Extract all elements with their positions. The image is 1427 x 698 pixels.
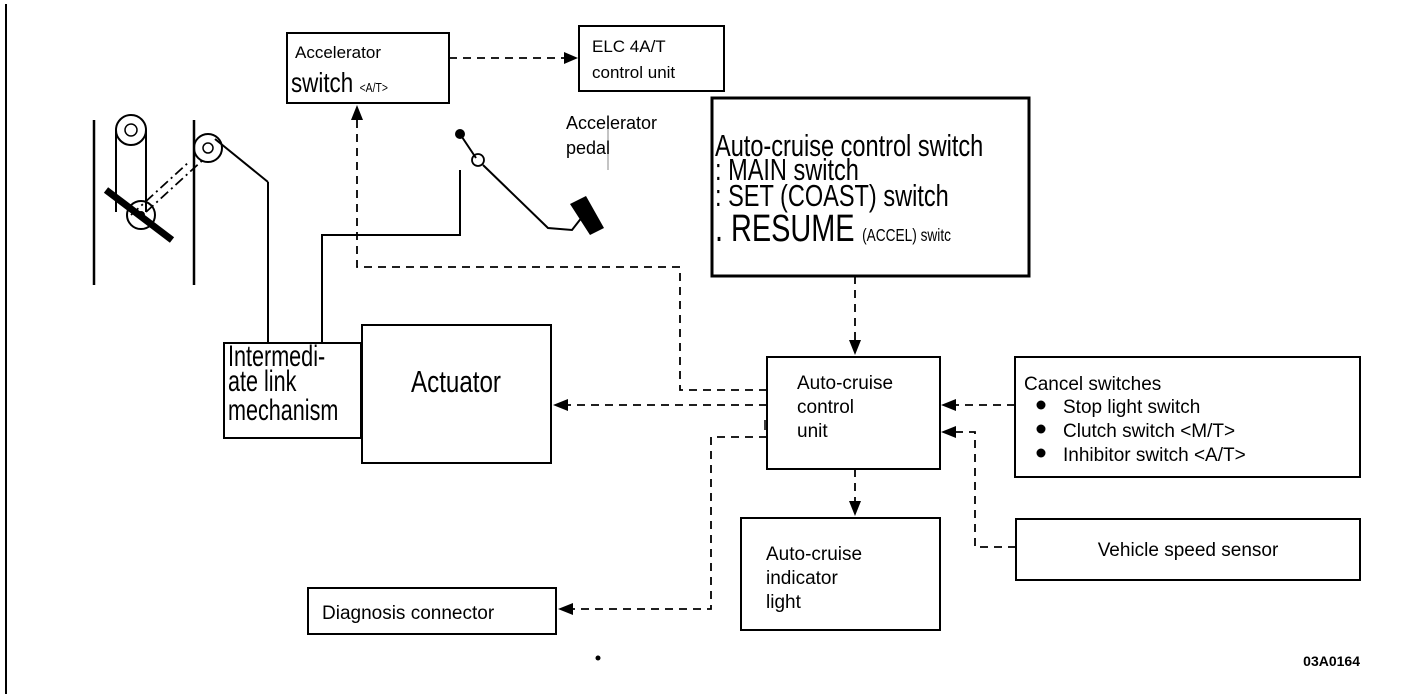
accelerator-switch-small-text: <A/T> bbox=[360, 81, 388, 95]
accelerator-pedal-label-1: Accelerator bbox=[566, 113, 657, 133]
cruise-switch-resume-small: (ACCEL) switc bbox=[862, 226, 951, 245]
accelerator-switch-label-1: Accelerator bbox=[295, 43, 381, 62]
control-unit-label-1: Auto-cruise bbox=[797, 373, 893, 394]
elc-unit-label-2: control unit bbox=[592, 63, 675, 82]
control-unit-label-2: control bbox=[797, 397, 854, 418]
accelerator-switch-big-text: switch bbox=[291, 68, 353, 99]
vehicle-speed-sensor-box bbox=[1015, 518, 1361, 581]
cancel-switches-title: Cancel switches bbox=[1024, 374, 1161, 395]
actuator-box bbox=[361, 324, 552, 464]
cancel-switch-item: Stop light switch bbox=[1063, 397, 1200, 418]
bullet-icon bbox=[1036, 448, 1046, 458]
cancel-switch-item: Inhibitor switch <A/T> bbox=[1063, 445, 1246, 466]
signal-lines bbox=[351, 52, 1016, 615]
intermediate-link-label-3: mechanism bbox=[228, 392, 338, 426]
intermediate-link-label-1: Intermedi- bbox=[228, 338, 325, 372]
indicator-light-label-1: Auto-cruise bbox=[766, 544, 862, 565]
cruise-switch-resume-big: . RESUME bbox=[715, 207, 855, 250]
throttle-linkage-drawing bbox=[92, 114, 461, 342]
cancel-switches-box bbox=[1014, 356, 1361, 478]
cruise-control-switch-box bbox=[710, 96, 1031, 278]
accelerator-switch-box bbox=[286, 32, 450, 104]
indicator-light-label-2: indicator bbox=[766, 568, 838, 589]
elc-control-unit-box bbox=[578, 25, 725, 92]
indicator-light-box bbox=[740, 517, 941, 631]
accelerator-pedal-label-2: pedal bbox=[566, 138, 610, 158]
vehicle-speed-sensor-label: Vehicle speed sensor bbox=[1098, 540, 1279, 561]
figure-code: 03A0164 bbox=[1303, 653, 1360, 669]
indicator-light-label-3: light bbox=[766, 592, 802, 613]
cruise-switch-title: Auto-cruise control switch bbox=[715, 128, 983, 163]
diagnosis-connector-label: Diagnosis connector bbox=[322, 603, 495, 624]
diagnosis-connector-box bbox=[307, 587, 557, 635]
cruise-switch-main: : MAIN switch bbox=[715, 152, 859, 187]
cruise-switch-resume: . RESUME (ACCEL) switc bbox=[715, 207, 951, 250]
accelerator-switch-label-2: switch <A/T> bbox=[291, 68, 388, 99]
cancel-switch-item: Clutch switch <M/T> bbox=[1063, 421, 1235, 442]
control-unit-label-3: unit bbox=[797, 421, 828, 442]
elc-unit-label-1: ELC 4A/T bbox=[592, 37, 666, 56]
accelerator-pedal-drawing bbox=[455, 128, 609, 235]
actuator-label: Actuator bbox=[411, 364, 501, 399]
control-unit-box bbox=[766, 356, 941, 470]
cruise-switch-set: : SET (COAST) switch bbox=[715, 178, 949, 213]
bullet-icon bbox=[1036, 424, 1046, 434]
bullet-icon bbox=[1036, 400, 1046, 410]
intermediate-link-label-2: ate link bbox=[228, 363, 297, 397]
